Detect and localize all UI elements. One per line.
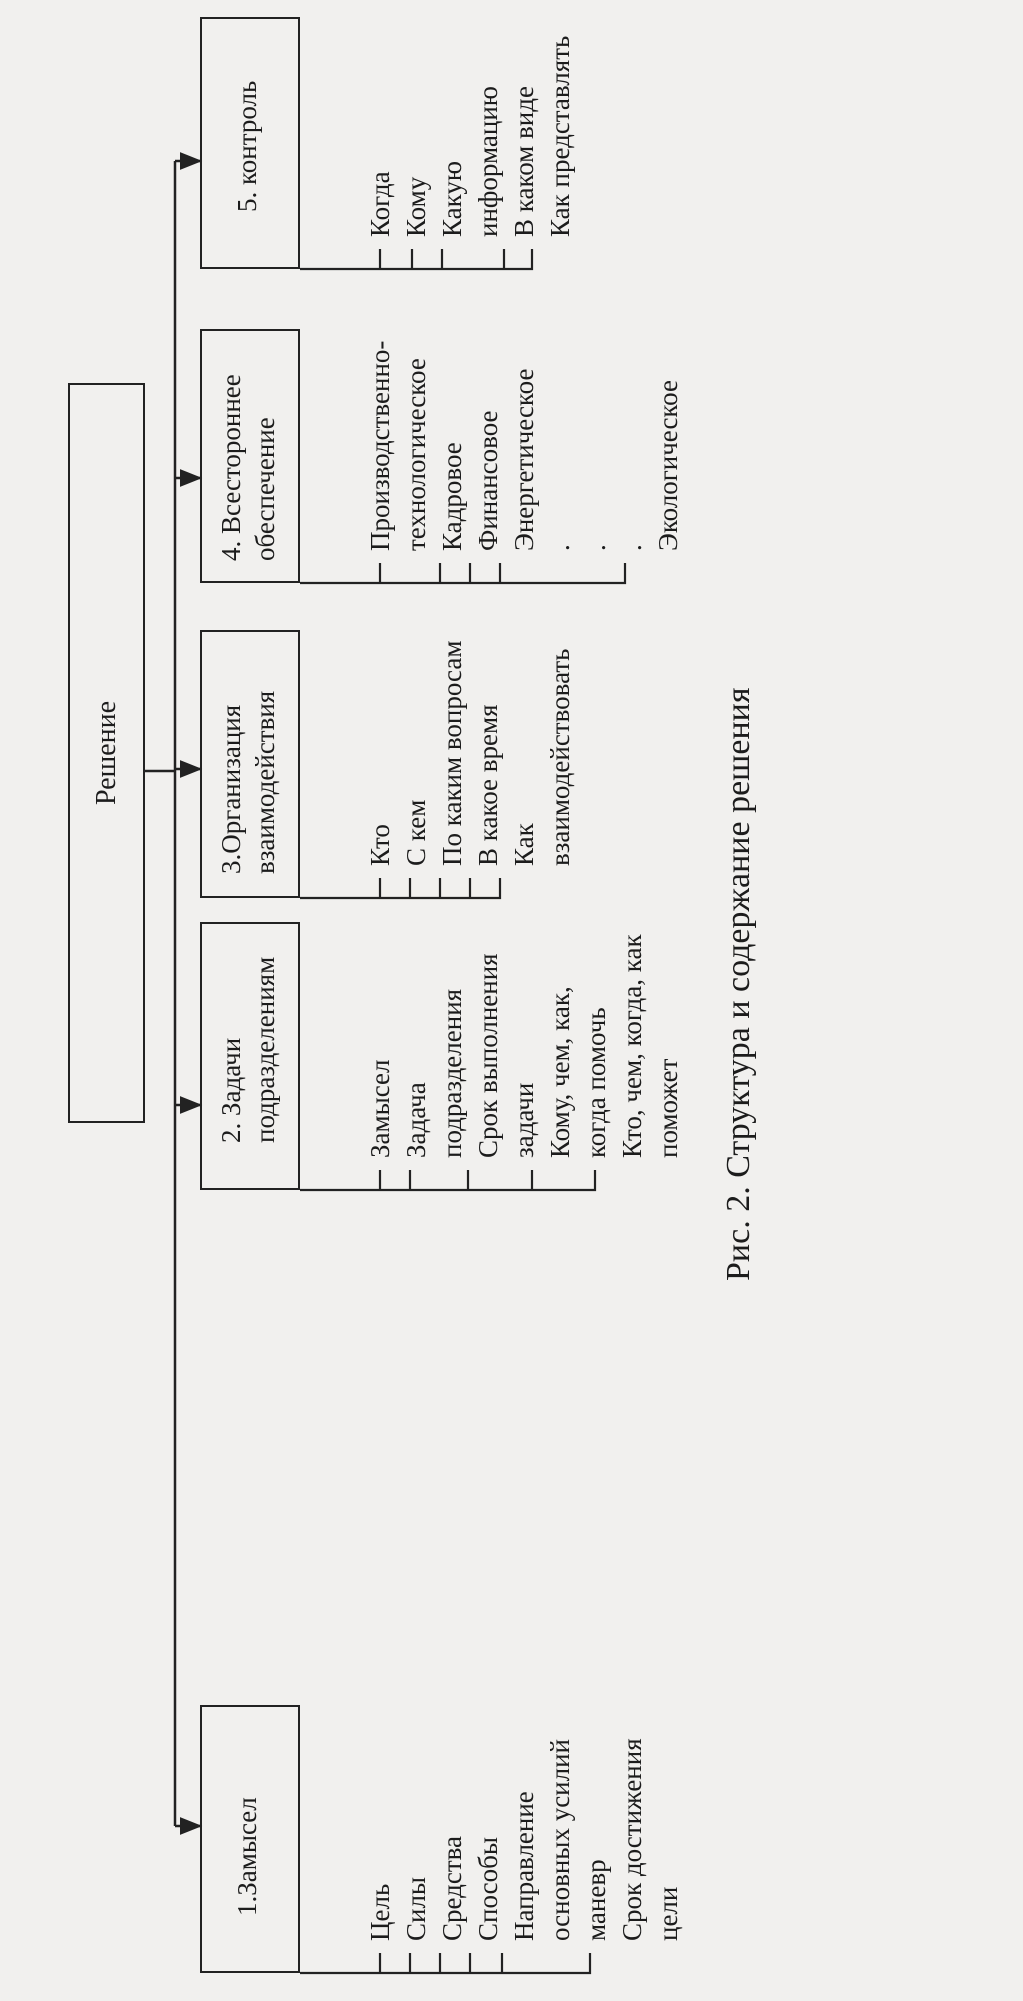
- list-item: Кадровое: [437, 442, 467, 551]
- list-item: Экологическое: [653, 380, 683, 551]
- list-item: Кому, чем, как,: [545, 986, 575, 1158]
- section-title-line: подразделениям: [250, 956, 280, 1143]
- list-item: Срок достижения: [617, 1738, 647, 1941]
- list-item: Цель: [365, 1883, 395, 1941]
- root-box: Решение: [68, 383, 145, 1123]
- section-title-line: 4. Всестороннее: [216, 374, 246, 561]
- list-item: задачи: [509, 1082, 539, 1158]
- list-item: когда помочь: [581, 1007, 611, 1158]
- section-title-kontrol: 5. контроль: [230, 81, 264, 212]
- ellipsis-dot: .: [617, 542, 647, 551]
- list-item: Производственно-: [365, 340, 395, 551]
- section-title-line: 1.Замысел: [232, 1797, 262, 1916]
- section-box-zamysel: 1.Замысел: [200, 1705, 300, 1973]
- section-title-vzaimodeystvie: 3.Организация взаимодействия: [214, 691, 282, 874]
- section-items-zamysel: Цель Силы Средства Способы Направление о…: [362, 1738, 686, 1941]
- list-item: С кем: [401, 799, 431, 866]
- list-item: Как: [509, 823, 539, 866]
- bracket-5: [300, 249, 532, 269]
- section-title-line: 5. контроль: [232, 80, 262, 212]
- list-item: Энергетическое: [509, 368, 539, 552]
- list-item: Кто: [365, 824, 395, 866]
- section-title-line: взаимодействия: [250, 690, 280, 874]
- list-item: Кто, чем, когда, как: [617, 934, 647, 1158]
- root-label: Решение: [91, 701, 122, 806]
- list-item: Как представлять: [545, 35, 575, 237]
- list-item: Кому: [401, 176, 431, 237]
- list-item: Замысел: [365, 1059, 395, 1158]
- list-item: Финансовое: [473, 410, 503, 551]
- list-item: цели: [653, 1886, 683, 1941]
- section-items-kontrol: Когда Кому Какую информацию В каком виде…: [362, 36, 578, 237]
- section-items-obespechenie: Производственно- технологическое Кадрово…: [362, 341, 686, 551]
- ellipsis-dot: .: [545, 542, 575, 551]
- list-item: подразделения: [437, 988, 467, 1158]
- bracket-1: [300, 1953, 590, 1973]
- list-item: Срок выполнения: [473, 953, 503, 1158]
- list-item: технологическое: [401, 358, 431, 551]
- section-box-kontrol: 5. контроль: [200, 17, 300, 269]
- list-item: Направление: [509, 1791, 539, 1941]
- figure-caption: Рис. 2. Структура и содержание решения: [720, 687, 757, 1281]
- list-item: Способы: [473, 1837, 503, 1941]
- list-item: В каком виде: [509, 86, 539, 237]
- section-title-zamysel: 1.Замысел: [230, 1797, 264, 1916]
- section-box-obespechenie: 4. Всестороннее обеспечение: [200, 329, 300, 583]
- section-items-vzaimodeystvie: Кто С кем По каким вопросам В какое врем…: [362, 641, 578, 866]
- bracket-3: [300, 878, 500, 898]
- section-items-zadachi: Замысел Задача подразделения Срок выполн…: [362, 934, 686, 1158]
- list-item: информацию: [473, 86, 503, 237]
- list-item: По каким вопросам: [437, 640, 467, 866]
- bracket-2: [300, 1170, 595, 1190]
- section-title-line: 3.Организация: [216, 704, 246, 874]
- section-title-obespechenie: 4. Всестороннее обеспечение: [214, 374, 282, 561]
- section-title-zadachi: 2. Задачи подразделениям: [214, 957, 282, 1143]
- section-title-line: 2. Задачи: [216, 1037, 246, 1143]
- list-item: Задача: [401, 1082, 431, 1158]
- bracket-4: [300, 563, 625, 583]
- list-item: В какое время: [473, 704, 503, 867]
- section-box-vzaimodeystvie: 3.Организация взаимодействия: [200, 630, 300, 898]
- list-item: поможет: [653, 1058, 683, 1158]
- ellipsis-dot: .: [581, 542, 611, 551]
- list-item: основных усилий: [545, 1739, 575, 1941]
- list-item: Когда: [365, 171, 395, 237]
- list-item: маневр: [581, 1859, 611, 1941]
- section-box-zadachi: 2. Задачи подразделениям: [200, 922, 300, 1190]
- list-item: взаимодействовать: [545, 648, 575, 866]
- list-item: Силы: [401, 1876, 431, 1941]
- list-item: Средства: [437, 1835, 467, 1941]
- list-item: Какую: [437, 160, 467, 237]
- section-title-line: обеспечение: [250, 417, 280, 561]
